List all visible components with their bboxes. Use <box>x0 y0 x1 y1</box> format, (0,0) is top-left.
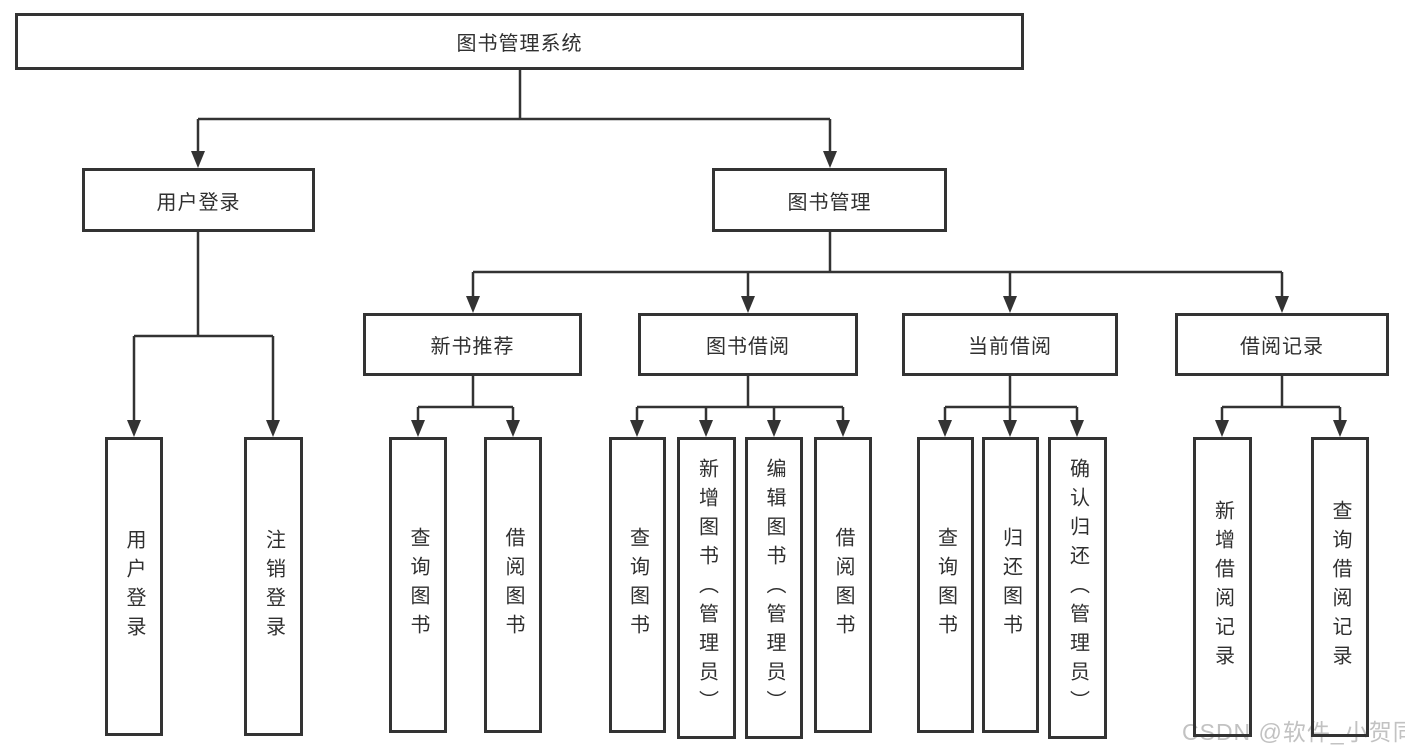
leaf-query-book-3-label: 查询图书 <box>934 527 957 643</box>
leaf-confirm-return-admin: 确认归还（管理员） <box>1048 437 1107 739</box>
leaf-confirm-return-admin-label: 确认归还（管理员） <box>1066 457 1089 719</box>
connector-book-borrow-children <box>635 376 845 424</box>
arrow-down-icon <box>1003 296 1017 313</box>
leaf-query-borrow-record-label: 查询借阅记录 <box>1329 500 1351 674</box>
arrow-down-icon <box>191 151 205 168</box>
leaf-return-book: 归还图书 <box>982 437 1039 733</box>
node-book-management: 图书管理 <box>712 168 947 232</box>
arrow-down-icon <box>266 420 280 437</box>
arrow-down-icon <box>823 151 837 168</box>
leaf-query-borrow-record: 查询借阅记录 <box>1311 437 1369 737</box>
leaf-add-borrow-record-label: 新增借阅记录 <box>1211 500 1234 674</box>
arrow-down-icon <box>506 420 520 437</box>
arrow-down-icon <box>411 420 425 437</box>
leaf-add-borrow-record: 新增借阅记录 <box>1193 437 1252 737</box>
leaf-borrow-book-2: 借阅图书 <box>814 437 872 733</box>
connector-current-borrow-children <box>943 376 1079 424</box>
node-borrow-records: 借阅记录 <box>1175 313 1389 376</box>
node-current-borrow: 当前借阅 <box>902 313 1118 376</box>
leaf-logout: 注销登录 <box>244 437 303 736</box>
arrow-down-icon <box>466 296 480 313</box>
connector-borrow-record-children <box>1220 376 1342 424</box>
arrow-down-icon <box>741 296 755 313</box>
leaf-query-book-2-label: 查询图书 <box>626 527 649 643</box>
leaf-edit-book-admin-label: 编辑图书（管理员） <box>763 457 785 719</box>
arrow-down-icon <box>767 420 781 437</box>
arrow-down-icon <box>1275 296 1289 313</box>
arrow-down-icon <box>630 420 644 437</box>
arrow-down-icon <box>1070 420 1084 437</box>
node-root: 图书管理系统 <box>15 13 1024 70</box>
leaf-query-book-3: 查询图书 <box>917 437 974 733</box>
leaf-add-book-admin: 新增图书（管理员） <box>677 437 736 739</box>
node-user-login: 用户登录 <box>82 168 315 232</box>
arrowhead-icons <box>127 151 1347 437</box>
leaf-query-book-1: 查询图书 <box>389 437 447 733</box>
arrow-down-icon <box>1215 420 1229 437</box>
watermark: CSDN @软件_小贺同学 <box>1182 719 1405 745</box>
leaf-borrow-book-1: 借阅图书 <box>484 437 542 733</box>
node-book-borrow-label: 图书借阅 <box>706 336 790 358</box>
node-book-management-label: 图书管理 <box>787 191 872 214</box>
leaf-user-login-label: 用户登录 <box>123 528 145 645</box>
node-borrow-records-label: 借阅记录 <box>1240 336 1324 358</box>
node-book-borrow: 图书借阅 <box>638 313 858 376</box>
leaf-borrow-book-1-label: 借阅图书 <box>502 527 524 643</box>
arrow-down-icon <box>1333 420 1347 437</box>
arrow-down-icon <box>938 420 952 437</box>
leaf-user-login: 用户登录 <box>105 437 163 736</box>
leaf-logout-label: 注销登录 <box>262 528 285 645</box>
connector-new-book-children <box>416 376 515 424</box>
arrow-down-icon <box>127 420 141 437</box>
leaf-borrow-book-2-label: 借阅图书 <box>832 527 854 643</box>
leaf-add-book-admin-label: 新增图书（管理员） <box>695 457 718 719</box>
node-current-borrow-label: 当前借阅 <box>968 336 1052 358</box>
leaf-query-book-2: 查询图书 <box>609 437 666 733</box>
arrow-down-icon <box>699 420 713 437</box>
arrow-down-icon <box>1003 420 1017 437</box>
node-root-label: 图书管理系统 <box>456 33 583 55</box>
connector-root-to-level2 <box>196 70 832 155</box>
leaf-query-book-1-label: 查询图书 <box>407 527 429 643</box>
leaf-return-book-label: 归还图书 <box>999 527 1022 643</box>
connector-user-login-children <box>132 232 275 424</box>
connector-book-management-children <box>471 232 1284 300</box>
arrow-down-icon <box>836 420 850 437</box>
leaf-edit-book-admin: 编辑图书（管理员） <box>745 437 803 739</box>
node-new-book-recommend: 新书推荐 <box>363 313 582 376</box>
node-user-login-label: 用户登录 <box>156 191 241 214</box>
node-new-book-recommend-label: 新书推荐 <box>430 336 515 358</box>
